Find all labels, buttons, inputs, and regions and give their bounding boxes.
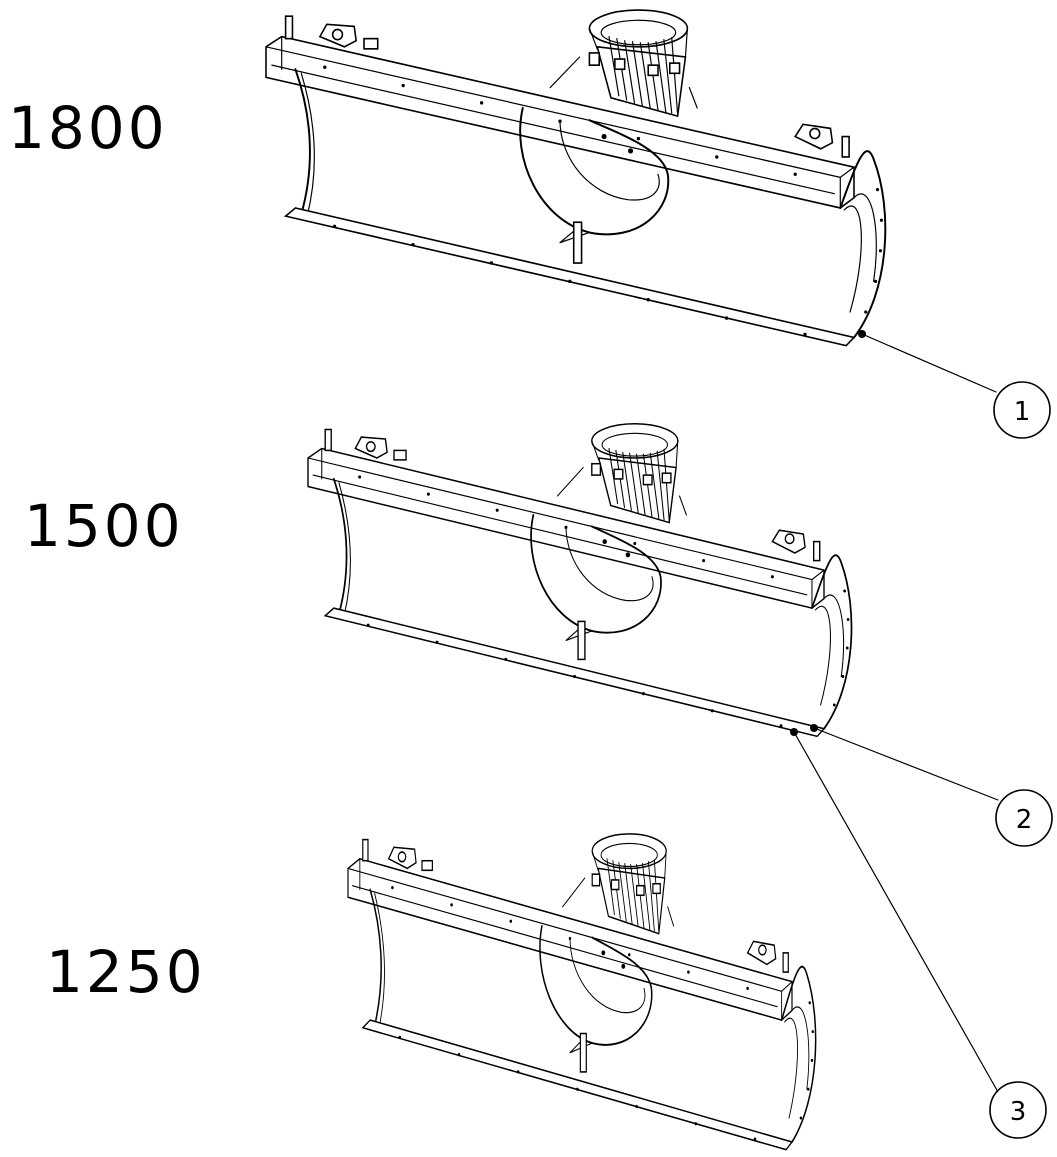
callout-number-3: 3 [1010, 1097, 1027, 1127]
callout-circle-1 [993, 381, 1051, 439]
callout-leader-1 [861, 333, 997, 393]
variant-1500: 1500 2 [24, 422, 1053, 847]
callout-number-1: 1 [1014, 397, 1031, 427]
blade-drawing-1500 [307, 422, 853, 738]
size-label-1500: 1500 [24, 492, 184, 560]
blade-drawing-1800 [264, 9, 887, 347]
variant-1250: 1250 3 [46, 728, 1047, 1151]
size-label-1800: 1800 [8, 94, 168, 162]
size-label-1250: 1250 [46, 938, 206, 1006]
callout-leader-3 [793, 731, 999, 1093]
callout-circle-2 [995, 789, 1053, 847]
blade-drawing-1250 [347, 832, 817, 1151]
callout-leader-2 [813, 727, 999, 801]
callout-circle-3 [989, 1081, 1047, 1139]
callout-number-2: 2 [1016, 805, 1033, 835]
variant-1800: 1800 1 [8, 9, 1051, 439]
